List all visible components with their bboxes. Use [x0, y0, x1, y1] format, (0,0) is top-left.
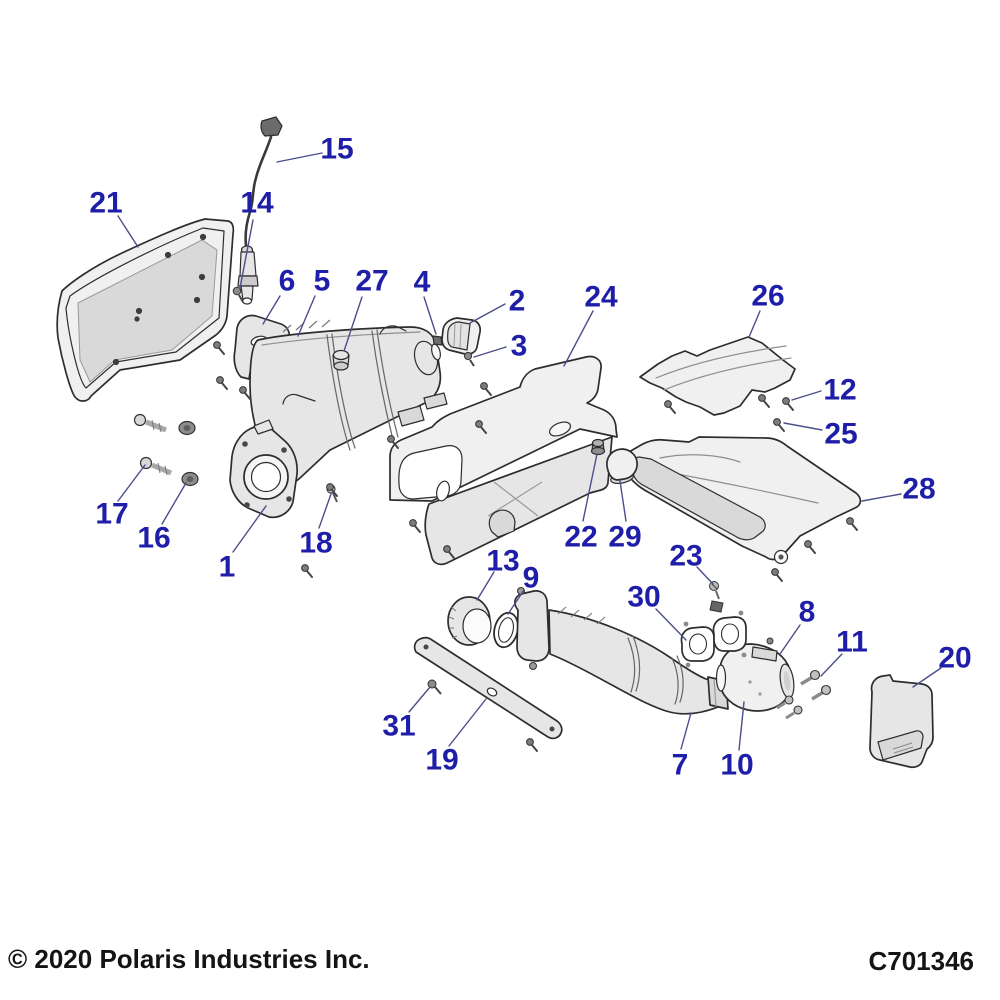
- part-side-panel-21: [56, 218, 235, 402]
- callout-20: 20: [938, 642, 971, 675]
- part-rear-shield-28: [621, 436, 862, 565]
- leader-line-28: [861, 493, 902, 502]
- leader-line-7: [680, 712, 692, 750]
- callout-16: 16: [137, 522, 170, 555]
- part-corrugated-shield-26: [639, 336, 796, 416]
- part-gasket-ring-9: [493, 611, 519, 649]
- callout-18: 18: [299, 527, 332, 560]
- callout-26: 26: [751, 280, 784, 313]
- clip-4: [432, 335, 443, 346]
- leader-line-22: [582, 453, 598, 522]
- plate-slot: [892, 742, 914, 754]
- cap-shading: [453, 323, 462, 349]
- part-head-pipe-7: [514, 587, 719, 715]
- bolts-17-16: [133, 413, 199, 487]
- copyright-text: © 2020 Polaris Industries Inc.: [8, 944, 370, 974]
- part-exhaust-gasket-30: [680, 610, 747, 668]
- nut-22: [590, 438, 606, 456]
- callout-29: 29: [608, 521, 641, 554]
- leader-line-14: [239, 219, 254, 289]
- callout-1: 1: [219, 551, 236, 584]
- leader-line-16: [161, 482, 187, 525]
- callout-13: 13: [486, 545, 519, 578]
- callout-28: 28: [902, 473, 935, 506]
- shield-creases: [487, 481, 543, 517]
- callout-2: 2: [509, 285, 526, 318]
- panel-rivets: [112, 233, 207, 366]
- part-oxygen-sensor-15: [237, 116, 283, 305]
- leader-line-3: [473, 346, 507, 358]
- leader-line-29: [619, 480, 627, 522]
- callout-27: 27: [355, 265, 388, 298]
- callout-24: 24: [584, 281, 618, 314]
- callout-31: 31: [382, 710, 415, 743]
- callout-17: 17: [95, 498, 128, 531]
- callout-19: 19: [425, 744, 458, 777]
- bolts-11: [776, 669, 832, 720]
- grommet-29: [606, 448, 638, 485]
- leader-line-27: [343, 296, 363, 352]
- leader-line-20: [912, 667, 942, 688]
- leader-line-13: [476, 571, 495, 601]
- diagram-code: C701346: [868, 946, 974, 976]
- leader-line-4: [423, 296, 437, 335]
- callout-15: 15: [320, 133, 353, 166]
- muffler-hatching: [282, 319, 331, 333]
- leader-line-30: [655, 608, 687, 641]
- callout-12: 12: [823, 374, 856, 407]
- leader-line-18: [318, 493, 332, 529]
- leader-line-6: [262, 295, 281, 325]
- leader-line-23: [696, 566, 714, 585]
- part-muffler-1: [229, 319, 448, 519]
- pipe-hatching: [557, 606, 606, 625]
- leader-line-17: [117, 464, 146, 502]
- part-fitting-27: [332, 349, 350, 371]
- callout-6: 6: [279, 265, 296, 298]
- callout-10: 10: [720, 749, 753, 782]
- bolt-3: [463, 351, 475, 367]
- callout-5: 5: [314, 265, 331, 298]
- callout-9: 9: [523, 562, 540, 595]
- callout-21: 21: [89, 187, 122, 220]
- leader-line-31: [408, 686, 431, 713]
- bolt-23: [709, 581, 724, 613]
- part-outlet-cap-2: [441, 317, 482, 356]
- callout-23: 23: [669, 540, 702, 573]
- leader-line-21: [117, 215, 139, 248]
- part-shield-plate-20: [869, 674, 934, 769]
- leader-line-10: [738, 701, 745, 751]
- part-end-cap-13: [447, 596, 492, 646]
- leader-line-25: [783, 422, 823, 431]
- callout-30: 30: [627, 581, 660, 614]
- callout-7: 7: [672, 749, 689, 782]
- cap-ribs: [448, 606, 458, 639]
- leader-line-11: [820, 653, 843, 677]
- callout-4: 4: [414, 266, 431, 299]
- part-inlet-cone-8: [715, 637, 795, 712]
- leader-line-12: [791, 390, 822, 401]
- leader-line-24: [563, 310, 594, 367]
- callout-11: 11: [836, 626, 868, 659]
- leader-line-1: [232, 505, 267, 553]
- bolt-14: [232, 286, 244, 303]
- part-heat-shield-24: [389, 355, 618, 566]
- callout-22: 22: [564, 521, 597, 554]
- callout-14: 14: [240, 187, 274, 220]
- callout-25: 25: [824, 418, 857, 451]
- callout-8: 8: [799, 596, 816, 629]
- part-support-bracket-19: [413, 636, 563, 740]
- leader-line-5: [297, 295, 316, 337]
- callout-3: 3: [511, 330, 528, 363]
- flange-bolt-holes: [242, 441, 292, 508]
- leader-line-26: [748, 310, 761, 338]
- leader-line-19: [448, 698, 487, 747]
- leader-line-15: [276, 152, 323, 163]
- leader-line-8: [779, 624, 801, 655]
- bolt-31: [427, 679, 442, 695]
- leader-line-9: [507, 589, 525, 615]
- gasket-ears: [683, 610, 747, 668]
- leader-line-2: [469, 303, 506, 324]
